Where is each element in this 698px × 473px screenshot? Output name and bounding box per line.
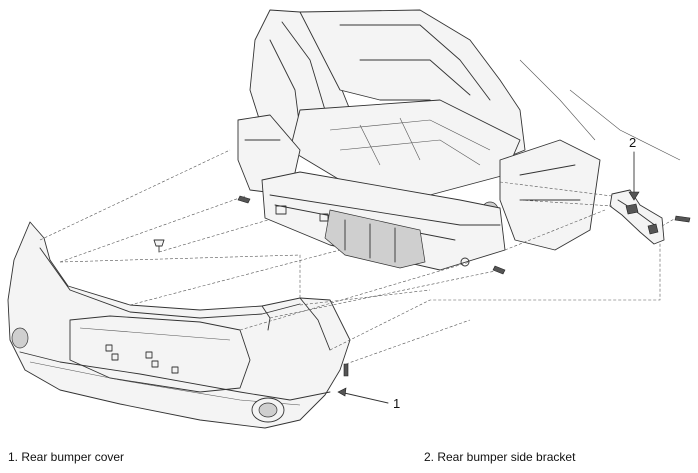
rear-bumper-side-bracket: [609, 189, 665, 245]
callout-1: 1: [337, 387, 400, 411]
rear-bumper-cover: [7, 221, 351, 429]
assembly-guide-lines: [39, 149, 677, 365]
vehicle-rear-body: [237, 9, 681, 271]
caption-rear-bumper-cover: 1. Rear bumper cover: [8, 450, 125, 464]
caption-rear-bumper-side-bracket: 2. Rear bumper side bracket: [424, 450, 576, 464]
screw-icon: [343, 363, 349, 377]
callout-number-2: 2: [629, 135, 636, 150]
clip-icon: [153, 239, 165, 253]
callout-2: 2: [628, 135, 640, 201]
bolt-icon: [237, 195, 251, 204]
bolt-icon: [674, 215, 691, 223]
callout-number-1: 1: [393, 396, 400, 411]
bolt-icon: [492, 265, 506, 275]
fasteners: [153, 195, 691, 377]
